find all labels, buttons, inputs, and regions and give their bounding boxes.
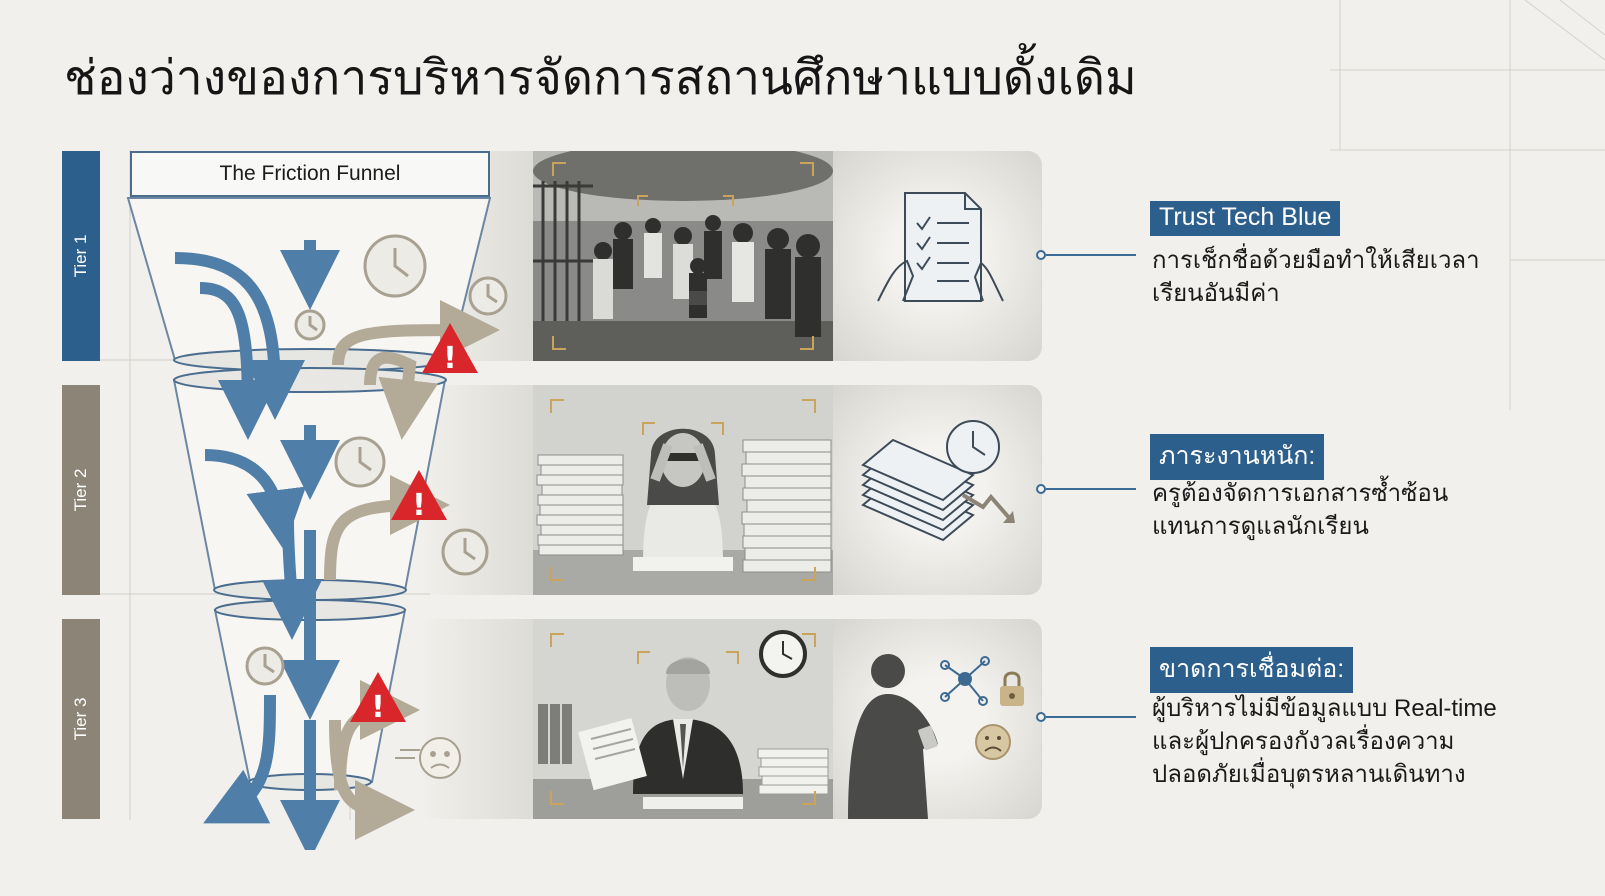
tier-1-connector-line: [1046, 254, 1136, 256]
stressed-teacher-image: [533, 385, 833, 595]
tier-2-label: Tier 2: [71, 468, 90, 512]
clock-icons: [245, 234, 508, 686]
tier-1-connector-dot: [1036, 250, 1046, 260]
tier-3-photo: [533, 619, 833, 819]
tier-3-connector-line: [1046, 716, 1136, 718]
checklist-document-icon: [877, 192, 1004, 302]
tier-2-description: ครูต้องจัดการเอกสารซ้ำซ้อน แทนการดูแลนัก…: [1152, 480, 1449, 540]
tier-1-description: การเช็กชื่อด้วยมือทำให้เสียเวลา เรียนอัน…: [1152, 247, 1480, 307]
warning-icons: ! ! !: [350, 323, 478, 725]
tier-2-icon-panel: [833, 385, 1041, 595]
tier-1-photo: [533, 151, 833, 361]
tier-3-label: Tier 3: [71, 697, 90, 741]
tier-1-label: Tier 1: [71, 234, 90, 278]
stressed-administrator-image: [533, 619, 833, 819]
tier-2-photo: [533, 385, 833, 595]
tier-2-connector-dot: [1036, 484, 1046, 494]
friction-funnel-diagram: ! ! !: [126, 197, 508, 850]
tier-1-icon-panel: [833, 151, 1041, 361]
svg-text:!: !: [371, 690, 385, 725]
svg-text:!: !: [443, 341, 457, 376]
tier-3-bar: Tier 3: [62, 619, 100, 819]
padlock-icon: [1000, 671, 1024, 706]
tier-3-icon-panel: [833, 619, 1041, 819]
funnel-title: The Friction Funnel: [130, 151, 490, 197]
worried-face-icon: [395, 737, 461, 779]
page-title: ช่องว่างของการบริหารจัดการสถานศึกษาแบบดั…: [64, 50, 1137, 106]
tier-3-tag: ขาดการเชื่อมต่อ:: [1150, 647, 1354, 693]
blue-flow-arrows: [174, 240, 340, 850]
tier-3-connector-dot: [1036, 712, 1046, 722]
svg-text:!: !: [412, 488, 426, 523]
decorative-grid-lines: [1330, 0, 1605, 410]
paper-stack-clock-icon: [861, 420, 1015, 542]
tier-2-tag: ภาระงานหนัก:: [1150, 434, 1325, 480]
sad-face-icon: [975, 724, 1011, 760]
tier-2-bar: Tier 2: [62, 385, 100, 595]
tier-1-bar: Tier 1: [62, 151, 100, 361]
worried-parent-with-phone-icon: [848, 654, 1024, 819]
tier-2-connector-line: [1046, 488, 1136, 490]
students-at-gate-image: [533, 151, 833, 361]
tier-1-tag: Trust Tech Blue: [1150, 201, 1341, 236]
funnel-outline: [126, 197, 492, 791]
tier-3-description: ผู้บริหารไม่มีข้อมูลแบบ Real-time และผู้…: [1152, 695, 1497, 788]
